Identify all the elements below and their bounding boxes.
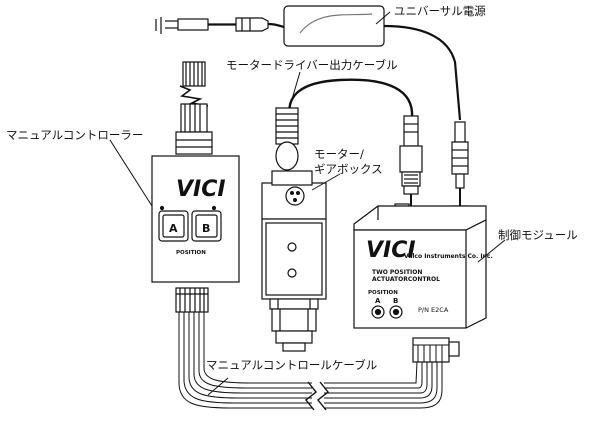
controller-position-label: POSITION	[176, 250, 206, 256]
module-company: Valco Instruments Co. Inc.	[404, 253, 493, 260]
label-motor-driver-cable: モータードライバー出力ケーブル	[226, 58, 398, 72]
label-universal-power: ユニバーサル電源	[394, 4, 486, 18]
module-jack-b-label: B	[393, 297, 398, 305]
label-manual-controller: マニュアルコントローラー	[6, 128, 144, 142]
motor-driver-cable	[275, 78, 423, 212]
module-part-number: P/N E2CA	[418, 306, 449, 314]
controller-button-a-label: A	[169, 222, 178, 235]
module-title-line2: ACTUATORCONTROL	[372, 276, 440, 283]
controller-logo: VICI	[176, 177, 226, 202]
module-title-line1: TWO POSITION	[372, 269, 422, 276]
controller-button-b-label: B	[202, 222, 210, 235]
ac-plug-icon	[155, 17, 236, 34]
control-module	[353, 203, 487, 329]
manual-controller	[151, 61, 240, 313]
label-motor-gearbox-2: ギアボックス	[314, 162, 383, 176]
power-plug-icon	[451, 121, 469, 206]
module-position-label: POSITION	[368, 290, 398, 296]
power-adapter-icon	[235, 5, 462, 121]
label-control-module: 制御モジュール	[498, 228, 578, 242]
label-manual-control-cable: マニュアルコントロールケーブル	[206, 358, 378, 372]
module-jack-a-label: A	[375, 297, 381, 305]
label-motor-gearbox-1: モーター/	[314, 147, 364, 161]
leader-lines	[109, 11, 506, 396]
manual-control-cable	[178, 312, 460, 411]
motor-gearbox	[261, 170, 327, 352]
module-logo: VICI	[366, 238, 416, 263]
